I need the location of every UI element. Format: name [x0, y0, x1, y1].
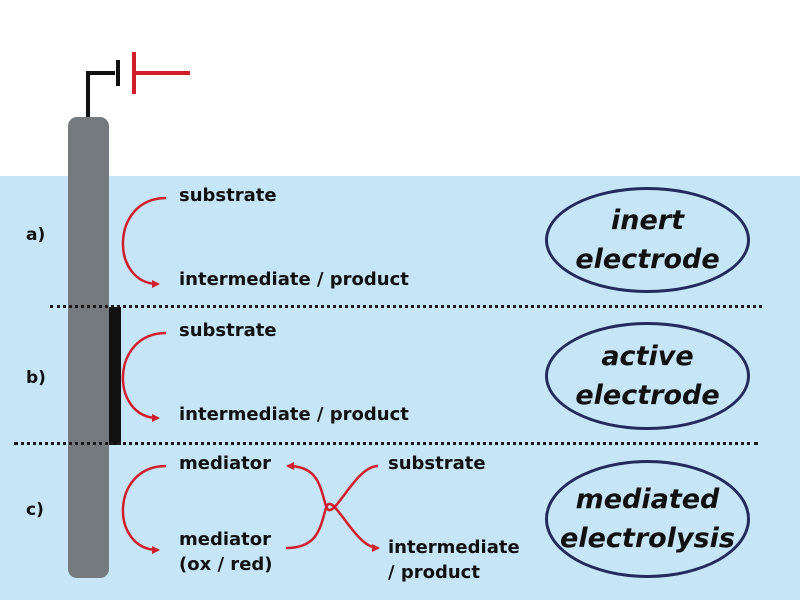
row-label-b: b): [26, 368, 46, 388]
oval-active-electrode: active electrode: [545, 322, 750, 430]
oval-text-a: inert electrode: [575, 204, 720, 275]
substrate-label-b: substrate: [179, 320, 277, 341]
oval-text-b: active electrode: [575, 340, 720, 411]
product-label-b: intermediate / product: [179, 404, 409, 425]
product-label-c: intermediate / product: [388, 537, 520, 584]
oval-text-c: mediated electrolysis: [560, 483, 735, 554]
divider-bc: [14, 442, 758, 445]
arrow-a: [121, 196, 167, 288]
active-electrode-layer: [109, 307, 121, 445]
substrate-label-a: substrate: [179, 185, 277, 206]
oval-mediated-electrolysis: mediated electrolysis: [545, 460, 750, 578]
arrow-b: [121, 331, 167, 422]
substrate-label-c: substrate: [388, 453, 486, 474]
divider-ab: [50, 305, 762, 308]
product-label-a: intermediate / product: [179, 269, 409, 290]
mediator-top-label: mediator: [179, 453, 272, 474]
electrode-rod: [68, 117, 109, 578]
row-label-c: c): [26, 500, 44, 520]
row-label-a: a): [26, 225, 46, 245]
arrow-c-mediator: [121, 464, 167, 554]
mediator-bottom-label: mediator (ox / red): [179, 529, 273, 576]
oval-inert-electrode: inert electrode: [545, 187, 750, 293]
battery-icon: [86, 52, 190, 117]
arrow-c-substrate: [286, 462, 379, 512]
